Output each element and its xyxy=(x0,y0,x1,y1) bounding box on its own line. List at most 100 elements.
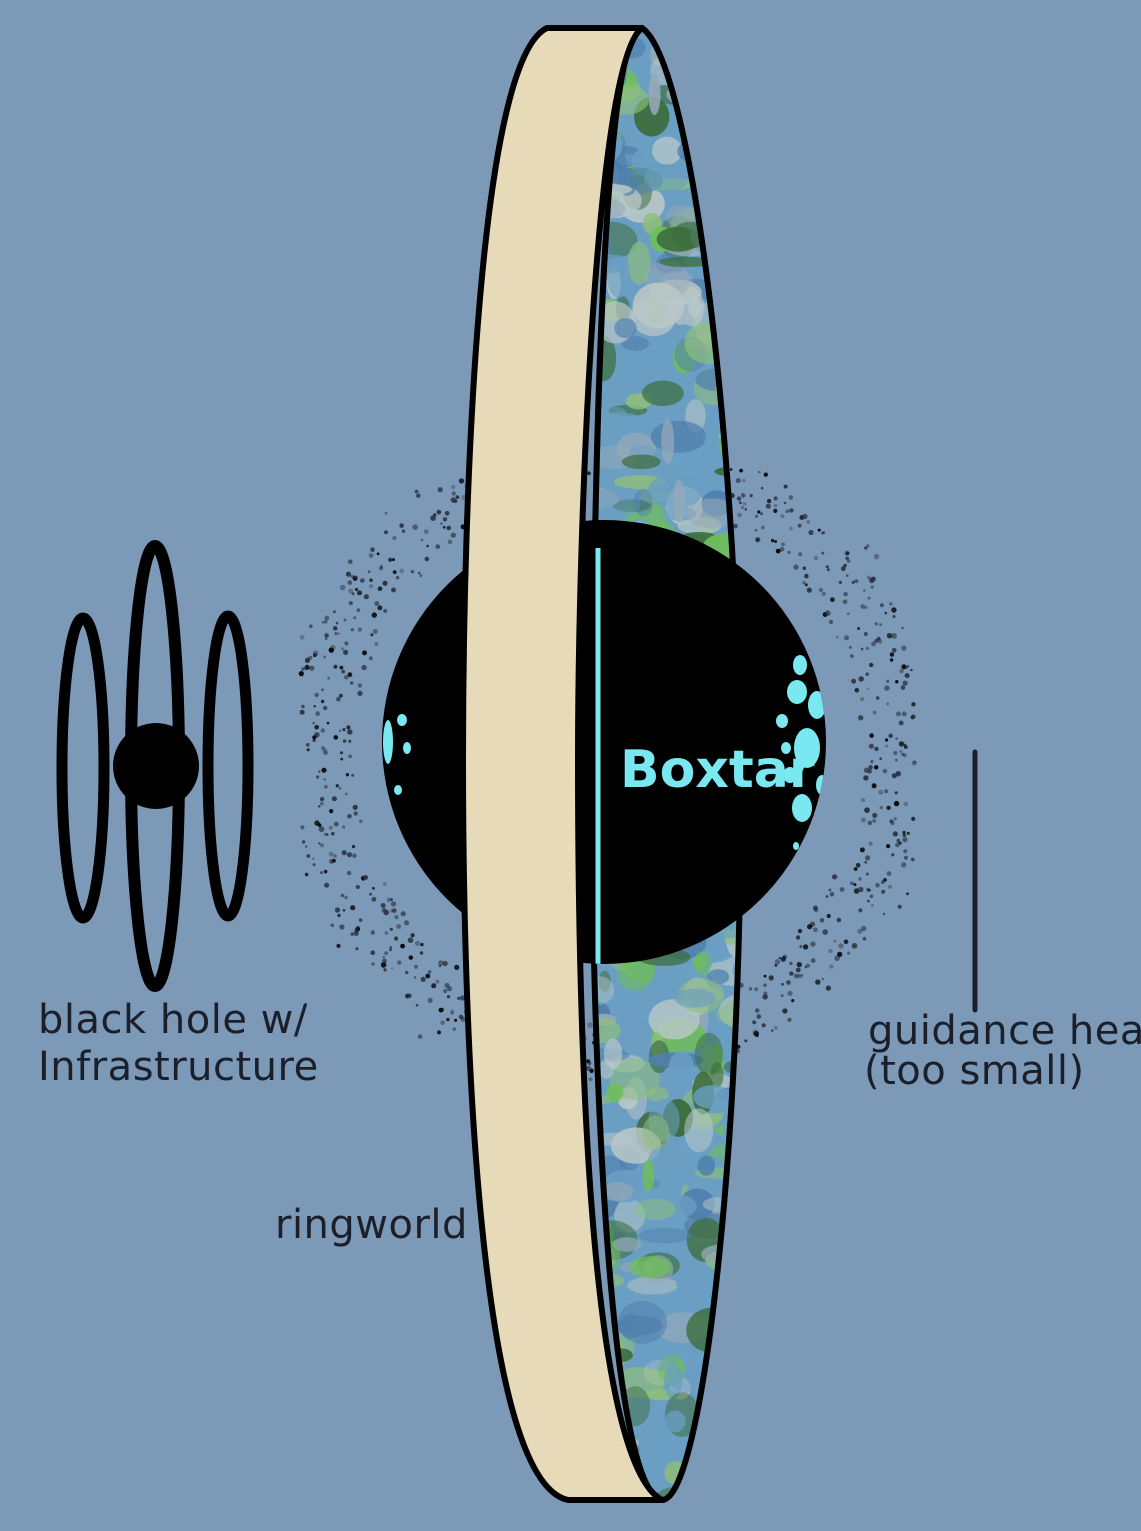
dust-particle xyxy=(324,882,330,888)
dust-particle xyxy=(861,817,866,823)
terrain-patch xyxy=(702,211,741,251)
dust-particle xyxy=(906,892,909,896)
dust-particle xyxy=(438,1007,444,1013)
dust-particle xyxy=(588,1077,593,1082)
terrain-patch xyxy=(634,1198,676,1221)
dust-particle xyxy=(833,939,837,943)
terrain-patch xyxy=(668,75,711,89)
dust-particle xyxy=(768,975,774,981)
boxtar-light xyxy=(793,655,807,675)
dust-particle xyxy=(587,1061,592,1066)
dust-particle xyxy=(324,633,329,638)
terrain-patch xyxy=(702,1197,736,1212)
dust-particle xyxy=(893,800,900,807)
dust-particle xyxy=(325,833,329,836)
dust-particle xyxy=(865,887,870,892)
dust-particle xyxy=(348,588,354,594)
dust-particle xyxy=(360,578,365,583)
dust-particle xyxy=(845,574,849,577)
dust-particle xyxy=(886,871,892,876)
dust-particle xyxy=(320,699,325,704)
dust-particle xyxy=(377,586,383,591)
terrain-patch xyxy=(638,1227,692,1244)
boxtar-light xyxy=(776,714,788,728)
dust-particle xyxy=(447,539,453,545)
dust-particle xyxy=(891,607,897,613)
dust-particle xyxy=(754,528,758,532)
dust-particle xyxy=(739,501,742,505)
dust-particle xyxy=(789,508,794,513)
dust-particle xyxy=(460,1016,466,1022)
dust-particle xyxy=(829,964,834,969)
dust-particle xyxy=(744,1039,748,1043)
dust-particle xyxy=(883,878,887,882)
dust-particle xyxy=(898,720,904,726)
dust-particle xyxy=(893,817,897,821)
dust-particle xyxy=(825,610,831,616)
dust-particle xyxy=(808,529,814,536)
dust-particle xyxy=(840,566,846,572)
dust-particle xyxy=(337,632,340,635)
dust-particle xyxy=(818,587,824,593)
dust-particle xyxy=(802,944,809,950)
dust-particle xyxy=(320,843,324,848)
dust-particle xyxy=(427,997,433,1003)
dust-particle xyxy=(870,904,874,907)
dust-particle xyxy=(864,860,868,864)
dust-particle xyxy=(780,514,785,519)
dust-particle xyxy=(865,872,869,876)
dust-particle xyxy=(869,894,874,899)
dust-particle xyxy=(404,920,410,926)
dust-particle xyxy=(348,559,353,564)
dust-particle xyxy=(324,637,328,641)
dust-particle xyxy=(418,571,421,575)
dust-particle xyxy=(902,680,908,686)
dust-particle xyxy=(371,612,377,618)
dust-particle xyxy=(347,580,353,585)
dust-particle xyxy=(299,634,305,640)
dust-particle xyxy=(352,804,358,810)
dust-particle xyxy=(762,994,768,1000)
dust-particle xyxy=(384,931,389,935)
dust-particle xyxy=(885,738,889,742)
dust-particle xyxy=(355,925,361,930)
terrain-patch xyxy=(703,432,724,445)
dust-particle xyxy=(347,814,352,819)
dust-particle xyxy=(871,641,877,647)
dust-particle xyxy=(399,523,404,528)
dust-particle xyxy=(858,877,862,881)
dust-particle xyxy=(829,891,835,897)
black-hole-label-line1: black hole w/ xyxy=(38,997,308,1043)
dust-particle xyxy=(911,714,916,719)
dust-particle xyxy=(858,886,864,893)
dust-particle xyxy=(879,806,884,810)
dust-particle xyxy=(313,653,317,657)
dust-particle xyxy=(457,996,461,1001)
dust-particle xyxy=(886,633,893,639)
black-hole-infrastructure xyxy=(56,540,254,992)
terrain-patch xyxy=(706,110,725,154)
dust-particle xyxy=(339,924,345,930)
terrain-patch xyxy=(697,1155,716,1176)
dust-particle xyxy=(863,767,870,773)
ringworld-outer-band xyxy=(460,25,665,1503)
dust-particle xyxy=(873,553,880,560)
dust-particle xyxy=(846,612,850,616)
dust-particle xyxy=(329,826,333,830)
dust-particle xyxy=(389,927,393,931)
dust-particle xyxy=(802,513,808,520)
dust-particle xyxy=(331,796,337,802)
terrain-patch xyxy=(647,1142,698,1186)
boxtar-light xyxy=(394,785,402,795)
dust-particle xyxy=(902,753,907,757)
dust-particle xyxy=(857,627,860,630)
dust-particle xyxy=(442,960,448,967)
dust-particle xyxy=(446,525,452,531)
dust-particle xyxy=(870,585,874,589)
dust-particle xyxy=(416,493,421,498)
dust-particle xyxy=(820,531,824,535)
dust-particle xyxy=(899,669,904,674)
dust-particle xyxy=(860,647,864,651)
dust-particle xyxy=(323,869,328,874)
terrain-patch xyxy=(676,1278,713,1292)
